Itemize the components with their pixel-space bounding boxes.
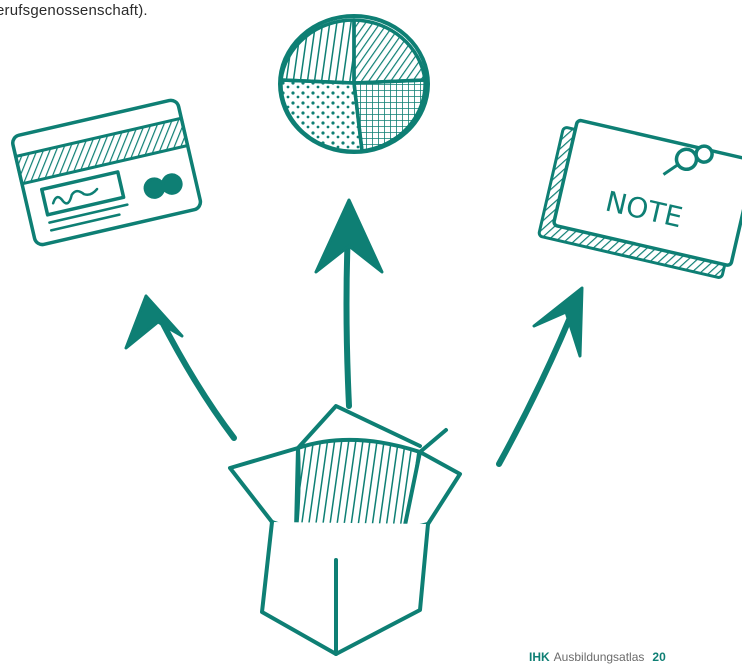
note-icon: NOTE xyxy=(538,114,742,279)
footer: IHK Ausbildungsatlas 20 xyxy=(529,650,666,664)
footer-title: Ausbildungsatlas xyxy=(554,650,645,664)
page-number: 20 xyxy=(652,650,665,664)
credit-card-icon xyxy=(11,99,202,246)
pie-chart-icon xyxy=(280,16,428,152)
open-box-icon xyxy=(230,406,460,654)
footer-brand: IHK xyxy=(529,650,550,664)
